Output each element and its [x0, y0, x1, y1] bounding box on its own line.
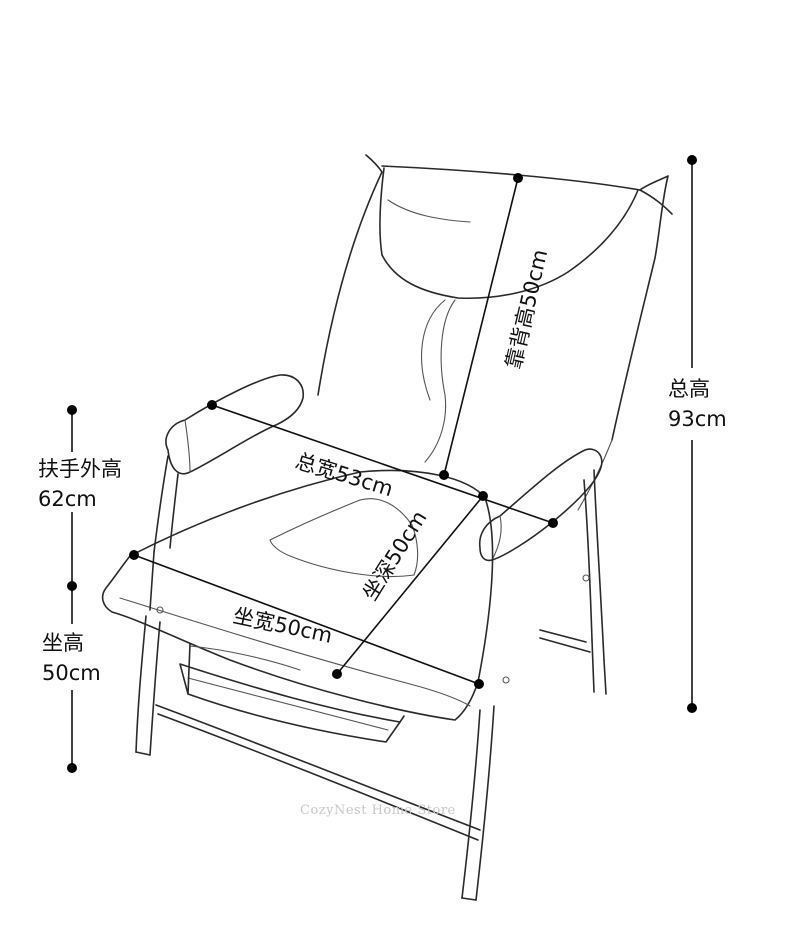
armrest-height-top-marker	[67, 405, 77, 415]
armrest-height-title: 扶手外高	[38, 457, 122, 481]
backrest-height-top-marker	[513, 173, 523, 183]
total-height-value: 93cm	[668, 407, 727, 431]
seat-height-value: 50cm	[42, 661, 101, 685]
seat-depth-back-marker	[478, 491, 488, 501]
total-width-left-marker	[207, 400, 217, 410]
seat-depth-front-marker	[332, 669, 342, 679]
floor-marker	[67, 763, 77, 773]
total-width-label: 总宽53cm	[293, 449, 396, 501]
seat-height-title: 坐高	[42, 631, 84, 655]
chair-illustration	[101, 154, 673, 901]
seat-width-left-marker	[129, 550, 139, 560]
seat-width-right-marker	[474, 679, 484, 689]
total-height-top-marker	[687, 155, 697, 165]
total-height-bottom-marker	[687, 703, 697, 713]
armrest-height-value: 62cm	[38, 487, 97, 511]
backrest-height-label: 靠背高50cm	[501, 247, 552, 371]
total-width-right-marker	[548, 518, 558, 528]
total-height-title: 总高	[668, 377, 710, 401]
store-watermark: CozyNest Home Store	[300, 803, 456, 818]
backrest-height-bottom-marker	[439, 470, 449, 480]
seat-height-top-marker	[67, 581, 77, 591]
dimension-lines	[67, 155, 697, 773]
seat-depth-label: 坐深50cm	[358, 507, 432, 605]
